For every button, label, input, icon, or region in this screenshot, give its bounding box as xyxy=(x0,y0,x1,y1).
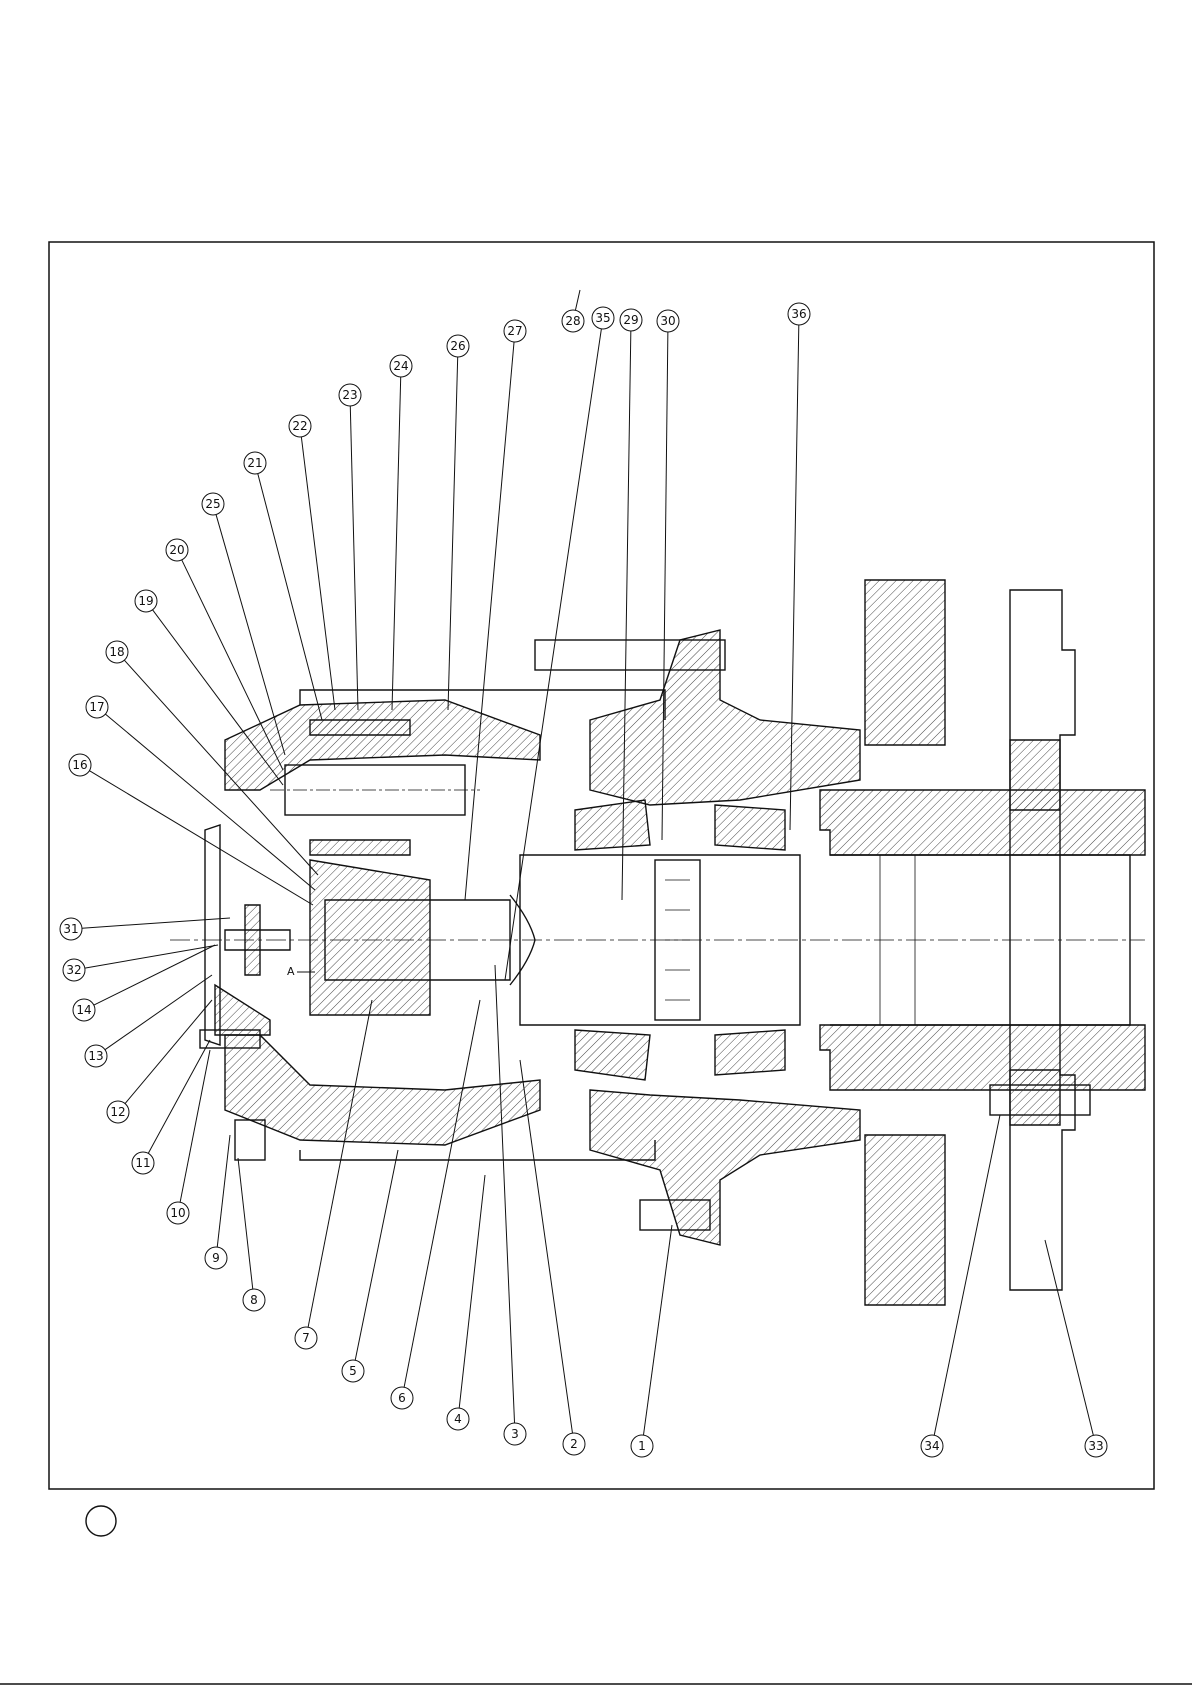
callout-leader xyxy=(89,771,313,905)
callout-group: 1234567891011121314161718192025212223242… xyxy=(60,290,1107,1457)
callout-label: 9 xyxy=(212,1251,220,1265)
callout-label: 18 xyxy=(109,645,124,659)
callout-label: 19 xyxy=(138,594,153,608)
callout-27: 27 xyxy=(465,320,526,900)
callout-leader xyxy=(238,1158,253,1289)
callout-26: 26 xyxy=(447,335,469,710)
callout-leader xyxy=(308,1000,372,1327)
callout-9: 9 xyxy=(205,1135,230,1269)
callout-leader xyxy=(575,290,580,310)
callout-22: 22 xyxy=(289,415,335,710)
callout-4: 4 xyxy=(447,1175,485,1430)
callout-label: 14 xyxy=(76,1003,91,1017)
callout-label: 1 xyxy=(638,1439,646,1453)
callout-label: 4 xyxy=(454,1412,462,1426)
callout-leader xyxy=(350,406,358,710)
callout-label: 13 xyxy=(88,1049,103,1063)
callout-leader xyxy=(105,975,212,1050)
callout-35: 35 xyxy=(505,307,614,980)
callout-label: 12 xyxy=(110,1105,125,1119)
callout-label: 36 xyxy=(791,307,806,321)
callout-19: 19 xyxy=(135,590,283,785)
callout-leader xyxy=(495,965,515,1423)
callout-leader xyxy=(505,329,601,980)
callout-label: 28 xyxy=(565,314,580,328)
section-mark-label: A xyxy=(287,965,295,978)
callout-label: 26 xyxy=(450,339,465,353)
callout-label: 33 xyxy=(1088,1439,1103,1453)
callout-5: 5 xyxy=(342,1150,398,1382)
callout-21: 21 xyxy=(244,452,322,720)
callout-label: 32 xyxy=(66,963,81,977)
callout-leader xyxy=(153,610,283,785)
callout-leader xyxy=(520,1060,572,1433)
callout-33: 33 xyxy=(1045,1240,1107,1457)
callout-leader xyxy=(459,1175,485,1408)
callout-28: 28 xyxy=(562,290,584,332)
callout-label: 11 xyxy=(135,1156,150,1170)
callout-label: 21 xyxy=(247,456,262,470)
callout-label: 10 xyxy=(170,1206,185,1220)
callout-leader xyxy=(392,377,401,710)
callout-label: 27 xyxy=(507,324,522,338)
callout-7: 7 xyxy=(295,1000,372,1349)
callout-24: 24 xyxy=(390,355,412,710)
callout-leader xyxy=(465,342,514,900)
callout-23: 23 xyxy=(339,384,361,710)
callout-label: 31 xyxy=(63,922,78,936)
callout-label: 30 xyxy=(660,314,675,328)
callout-leader xyxy=(180,1050,210,1202)
callout-label: 20 xyxy=(169,543,184,557)
callout-leader xyxy=(448,357,458,710)
callout-6: 6 xyxy=(391,1000,480,1409)
callout-32: 32 xyxy=(63,945,218,981)
callout-leader xyxy=(404,1000,480,1387)
callout-8: 8 xyxy=(238,1158,265,1311)
assembly-section: A xyxy=(170,580,1145,1305)
callout-leader xyxy=(258,474,322,720)
callout-label: 17 xyxy=(89,700,104,714)
callout-label: 22 xyxy=(292,419,307,433)
callout-label: 29 xyxy=(623,313,638,327)
callout-label: 5 xyxy=(349,1364,357,1378)
callout-12: 12 xyxy=(107,1000,212,1123)
callout-label: 35 xyxy=(595,311,610,325)
callout-10: 10 xyxy=(167,1050,210,1224)
callout-leader xyxy=(355,1150,398,1360)
callout-label: 25 xyxy=(205,497,220,511)
callout-13: 13 xyxy=(85,975,212,1067)
callout-label: 34 xyxy=(924,1439,939,1453)
callout-leader xyxy=(82,918,230,928)
callout-leader xyxy=(94,945,215,1005)
callout-2: 2 xyxy=(520,1060,585,1455)
callout-label: 7 xyxy=(302,1331,310,1345)
callout-label: 6 xyxy=(398,1391,406,1405)
callout-14: 14 xyxy=(73,945,215,1021)
callout-leader xyxy=(1045,1240,1093,1435)
callout-label: 8 xyxy=(250,1293,258,1307)
callout-label: 16 xyxy=(72,758,87,772)
callout-leader xyxy=(301,437,335,710)
callout-1: 1 xyxy=(631,1225,672,1457)
callout-leader xyxy=(216,515,285,755)
callout-leader xyxy=(643,1225,672,1435)
callout-label: 2 xyxy=(570,1437,578,1451)
callout-label: 24 xyxy=(393,359,408,373)
drawing-frame xyxy=(49,242,1154,1489)
callout-3: 3 xyxy=(495,965,526,1445)
callout-11: 11 xyxy=(132,1040,210,1174)
footer-circle xyxy=(86,1506,116,1536)
callout-leader xyxy=(85,945,218,968)
callout-leader xyxy=(125,1000,212,1104)
callout-label: 23 xyxy=(342,388,357,402)
callout-label: 3 xyxy=(511,1427,519,1441)
callout-leader xyxy=(217,1135,230,1247)
